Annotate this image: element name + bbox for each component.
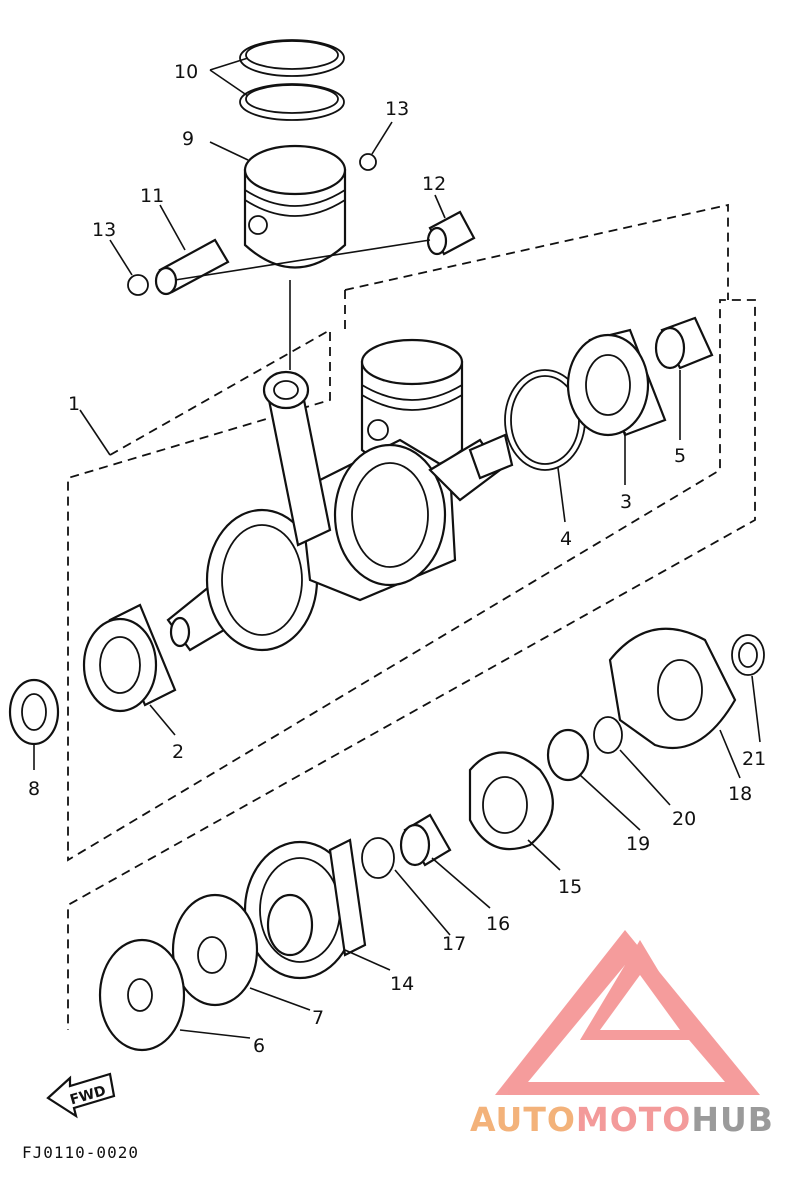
callout-2: 2 [172, 741, 184, 763]
callout-13-right: 13 [385, 98, 409, 120]
callout-14: 14 [390, 973, 414, 995]
plug [546, 728, 590, 782]
piston-pin-clip-left [127, 274, 149, 296]
oil-seal [8, 678, 60, 746]
diagram-code: FJ0110-0020 [22, 1143, 139, 1162]
callout-8: 8 [28, 778, 40, 800]
damper [468, 751, 554, 851]
piston-pin [154, 238, 230, 296]
callout-21: 21 [742, 748, 766, 770]
callout-11: 11 [140, 185, 164, 207]
brand-watermark: AUTOMOTOHUB [470, 1100, 774, 1139]
pin-centerline [174, 239, 431, 281]
callout-17: 17 [442, 933, 466, 955]
leader-lines [33, 57, 761, 1039]
callout-7: 7 [312, 1007, 324, 1029]
brand-part-1: AUTO [470, 1100, 576, 1139]
piston-pin-clip-right [359, 153, 377, 171]
crankshaft [166, 370, 514, 652]
needle-bearing [426, 210, 476, 256]
o-ring-small [593, 716, 623, 754]
callout-15: 15 [558, 876, 582, 898]
callout-19: 19 [626, 833, 650, 855]
housing [243, 838, 367, 980]
brand-part-3: HUB [691, 1100, 774, 1139]
callout-16: 16 [486, 913, 510, 935]
threaded-collar [399, 813, 452, 867]
callout-labels: 10 9 11 13 13 12 1 5 3 4 2 8 18 21 20 19… [28, 61, 766, 1057]
plate [171, 893, 259, 1007]
callout-13-left: 13 [92, 219, 116, 241]
callout-4: 4 [560, 528, 572, 550]
callout-18: 18 [728, 783, 752, 805]
main-bearing [82, 603, 177, 713]
callout-10: 10 [174, 61, 198, 83]
callout-9: 9 [182, 128, 194, 150]
callout-20: 20 [672, 808, 696, 830]
disc [98, 938, 186, 1052]
brand-part-2: MOTO [575, 1100, 692, 1139]
callout-3: 3 [620, 491, 632, 513]
piston-rings [239, 39, 345, 121]
coupling [608, 627, 737, 750]
bushing [654, 316, 714, 370]
watermark-logo [495, 930, 760, 1095]
callout-5: 5 [674, 445, 686, 467]
piston [243, 144, 347, 269]
o-ring [361, 837, 395, 879]
callout-6: 6 [253, 1035, 265, 1057]
callout-12: 12 [422, 173, 446, 195]
upper-boundary [344, 203, 729, 300]
callout-1: 1 [68, 393, 80, 415]
forward-arrow: FWD [46, 1072, 116, 1119]
washer [731, 634, 765, 676]
bearing [566, 328, 667, 437]
